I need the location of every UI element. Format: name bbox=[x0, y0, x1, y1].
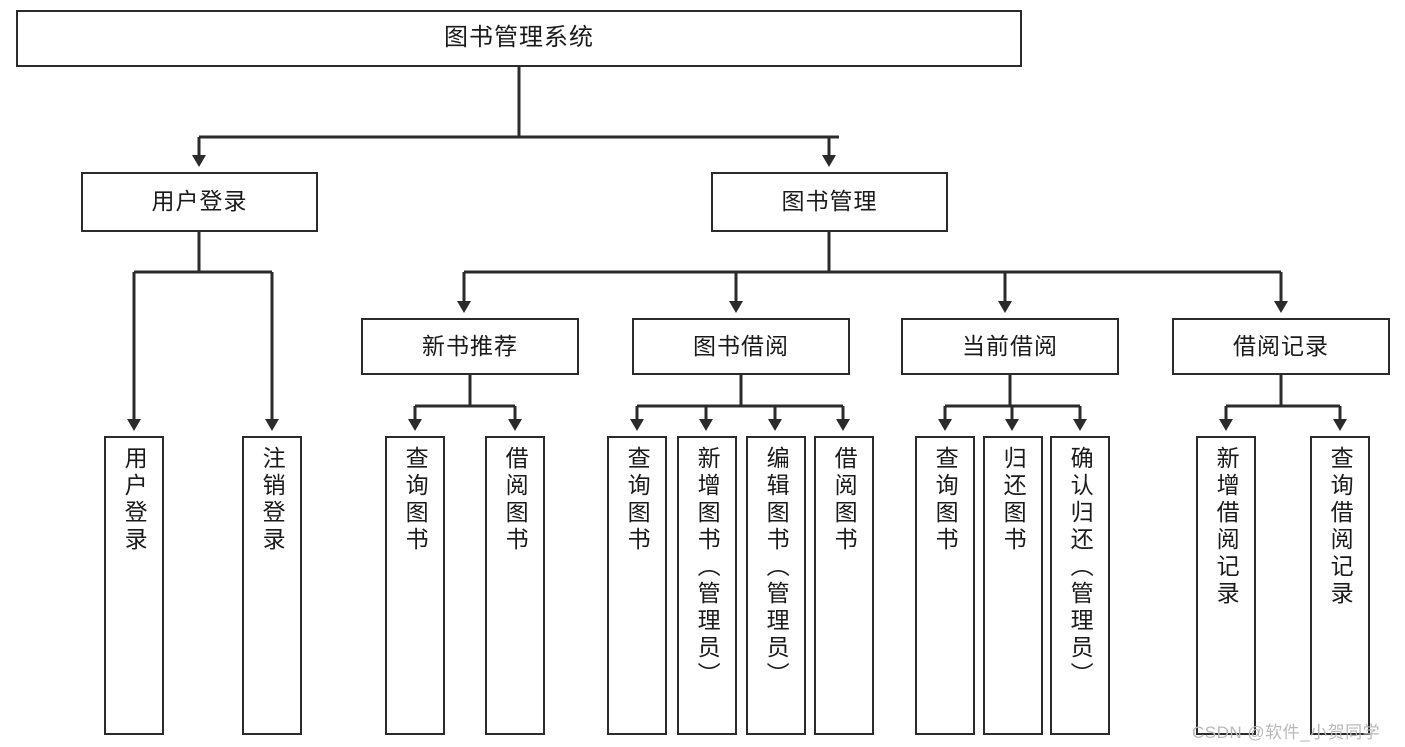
node-user-login-label: 用户登录 bbox=[151, 188, 248, 215]
node-book-manage-label: 图书管理 bbox=[781, 188, 878, 215]
node-root[interactable]: 图书管理系统 bbox=[16, 10, 1022, 67]
node-leaf-return-book-label: 归还图书 bbox=[1000, 446, 1027, 554]
node-leaf-borrow-book-2-label: 借阅图书 bbox=[831, 446, 858, 554]
node-leaf-query-book-3-label: 查询图书 bbox=[932, 446, 959, 554]
node-new-book-rec[interactable]: 新书推荐 bbox=[361, 318, 579, 375]
node-leaf-add-record[interactable]: 新增借阅记录 bbox=[1196, 436, 1256, 735]
node-leaf-query-book-2[interactable]: 查询图书 bbox=[607, 436, 667, 735]
node-leaf-user-login-label: 用户登录 bbox=[121, 446, 148, 554]
node-leaf-query-record[interactable]: 查询借阅记录 bbox=[1310, 436, 1370, 735]
node-book-borrow-label: 图书借阅 bbox=[693, 332, 789, 359]
node-current-borrow-label: 当前借阅 bbox=[962, 332, 1058, 359]
csdn-watermark: CSDN @软件_小贺同学 bbox=[1192, 723, 1381, 742]
node-leaf-query-book-1-label: 查询图书 bbox=[402, 446, 429, 554]
node-leaf-borrow-book-1[interactable]: 借阅图书 bbox=[485, 436, 545, 735]
node-leaf-edit-book-label: 编辑图书（管理员） bbox=[763, 446, 790, 689]
node-leaf-user-logout-label: 注销登录 bbox=[259, 446, 286, 554]
node-leaf-confirm-return[interactable]: 确认归还（管理员） bbox=[1050, 436, 1110, 735]
node-leaf-add-book-label: 新增图书（管理员） bbox=[694, 446, 721, 689]
node-leaf-return-book[interactable]: 归还图书 bbox=[983, 436, 1043, 735]
node-leaf-borrow-book-1-label: 借阅图书 bbox=[502, 446, 529, 554]
node-book-borrow[interactable]: 图书借阅 bbox=[632, 318, 850, 375]
node-leaf-borrow-book-2[interactable]: 借阅图书 bbox=[814, 436, 874, 735]
node-leaf-query-book-2-label: 查询图书 bbox=[624, 446, 651, 554]
node-leaf-edit-book[interactable]: 编辑图书（管理员） bbox=[746, 436, 806, 735]
node-leaf-user-logout[interactable]: 注销登录 bbox=[242, 436, 302, 735]
node-user-login[interactable]: 用户登录 bbox=[81, 172, 318, 232]
node-root-label: 图书管理系统 bbox=[444, 24, 594, 52]
node-leaf-query-record-label: 查询借阅记录 bbox=[1327, 446, 1354, 608]
node-book-manage[interactable]: 图书管理 bbox=[711, 172, 948, 232]
node-borrow-record[interactable]: 借阅记录 bbox=[1172, 318, 1390, 375]
node-leaf-confirm-return-label: 确认归还（管理员） bbox=[1067, 446, 1094, 689]
node-new-book-rec-label: 新书推荐 bbox=[422, 332, 518, 359]
node-leaf-query-book-3[interactable]: 查询图书 bbox=[915, 436, 975, 735]
node-leaf-add-record-label: 新增借阅记录 bbox=[1213, 446, 1240, 608]
node-borrow-record-label: 借阅记录 bbox=[1233, 332, 1329, 359]
node-leaf-query-book-1[interactable]: 查询图书 bbox=[385, 436, 445, 735]
node-leaf-add-book[interactable]: 新增图书（管理员） bbox=[677, 436, 737, 735]
node-leaf-user-login[interactable]: 用户登录 bbox=[104, 436, 164, 735]
node-current-borrow[interactable]: 当前借阅 bbox=[901, 318, 1119, 375]
